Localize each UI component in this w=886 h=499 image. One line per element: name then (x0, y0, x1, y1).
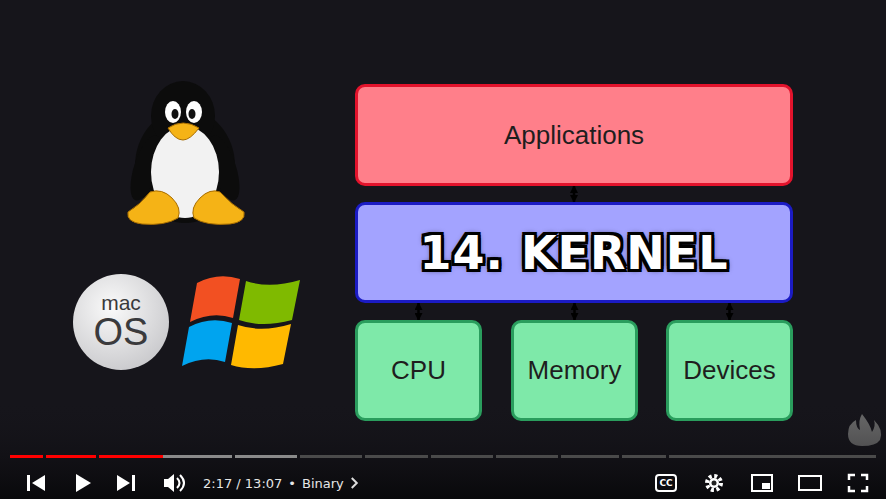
hardware-box: CPU (355, 320, 482, 421)
video-time: 2:17 / 13:07 (203, 477, 282, 490)
box-label: CPU (391, 355, 446, 386)
box-label: Memory (528, 355, 622, 386)
progress-bar (10, 455, 876, 458)
hardware-box: Devices (666, 320, 793, 421)
double-arrow (573, 186, 576, 202)
player-right-controls (656, 475, 867, 491)
double-arrow (728, 303, 731, 320)
box-label: Applications (504, 120, 644, 151)
tux-penguin (124, 81, 246, 224)
macos-badge (73, 274, 169, 370)
chapter-title: Binary (302, 477, 344, 490)
chapter-chevron (352, 478, 357, 488)
captions-icon-text: CC (659, 479, 672, 488)
double-arrow (417, 303, 420, 320)
separator-dot: • (288, 477, 296, 490)
macos-text: mac (101, 292, 141, 313)
player-controls (27, 474, 184, 492)
macos-text: OS (94, 313, 149, 351)
hardware-box: Memory (511, 320, 638, 421)
windows-logo (182, 276, 300, 368)
kernel-layer-box: 14. KERNEL (355, 202, 793, 303)
double-arrow (573, 303, 576, 320)
kernel-title: 14. KERNEL (419, 226, 728, 280)
application-layer-box: Applications (355, 84, 793, 186)
box-label: Devices (683, 355, 775, 386)
